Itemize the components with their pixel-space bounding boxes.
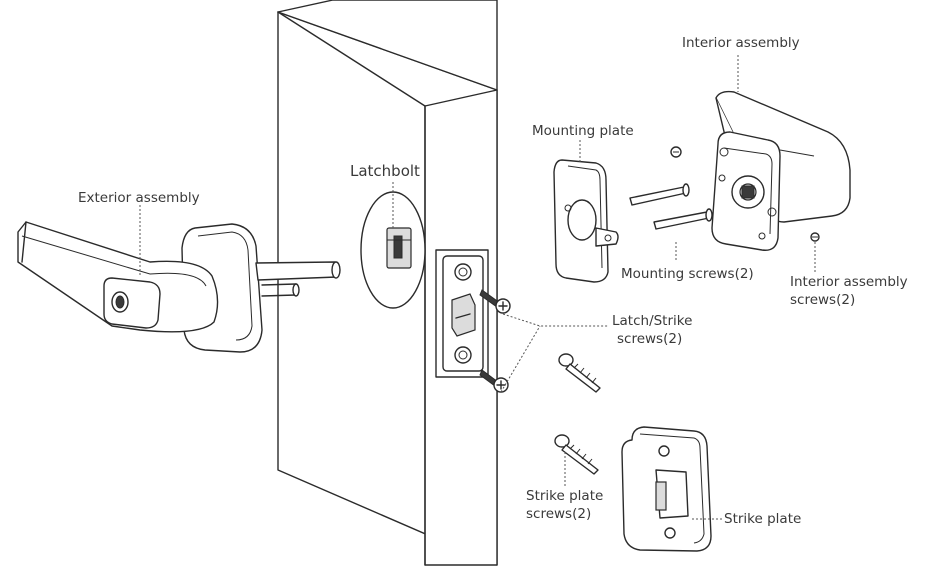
label-interior-assembly-screws-1: Interior assembly bbox=[790, 274, 908, 290]
label-strike-plate-screws-2: screws(2) bbox=[526, 506, 592, 522]
label-mounting-screws: Mounting screws(2) bbox=[621, 266, 754, 282]
label-interior-assembly: Interior assembly bbox=[682, 35, 800, 51]
door bbox=[277, 0, 498, 566]
strike-plate-screws-part bbox=[554, 353, 601, 475]
leader-lines bbox=[139, 55, 816, 520]
interior-assembly-part bbox=[711, 90, 851, 251]
label-exterior-assembly: Exterior assembly bbox=[78, 190, 200, 206]
mounting-plate-part bbox=[553, 159, 619, 283]
door-top bbox=[277, 0, 498, 91]
label-latch-strike-screws-1: Latch/Strike bbox=[612, 313, 693, 329]
label-latchbolt: Latchbolt bbox=[350, 162, 420, 180]
label-strike-plate: Strike plate bbox=[724, 511, 802, 527]
mounting-screws-part bbox=[629, 146, 820, 242]
latchbolt-part bbox=[386, 227, 412, 269]
label-mounting-plate: Mounting plate bbox=[532, 123, 634, 139]
label-strike-plate-screws-1: Strike plate bbox=[526, 488, 604, 504]
strike-plate-part bbox=[621, 426, 712, 552]
label-latch-strike-screws-2: screws(2) bbox=[617, 331, 683, 347]
exterior-assembly bbox=[17, 221, 341, 353]
latch-strike-screws bbox=[479, 289, 511, 393]
label-interior-assembly-screws-2: screws(2) bbox=[790, 292, 856, 308]
